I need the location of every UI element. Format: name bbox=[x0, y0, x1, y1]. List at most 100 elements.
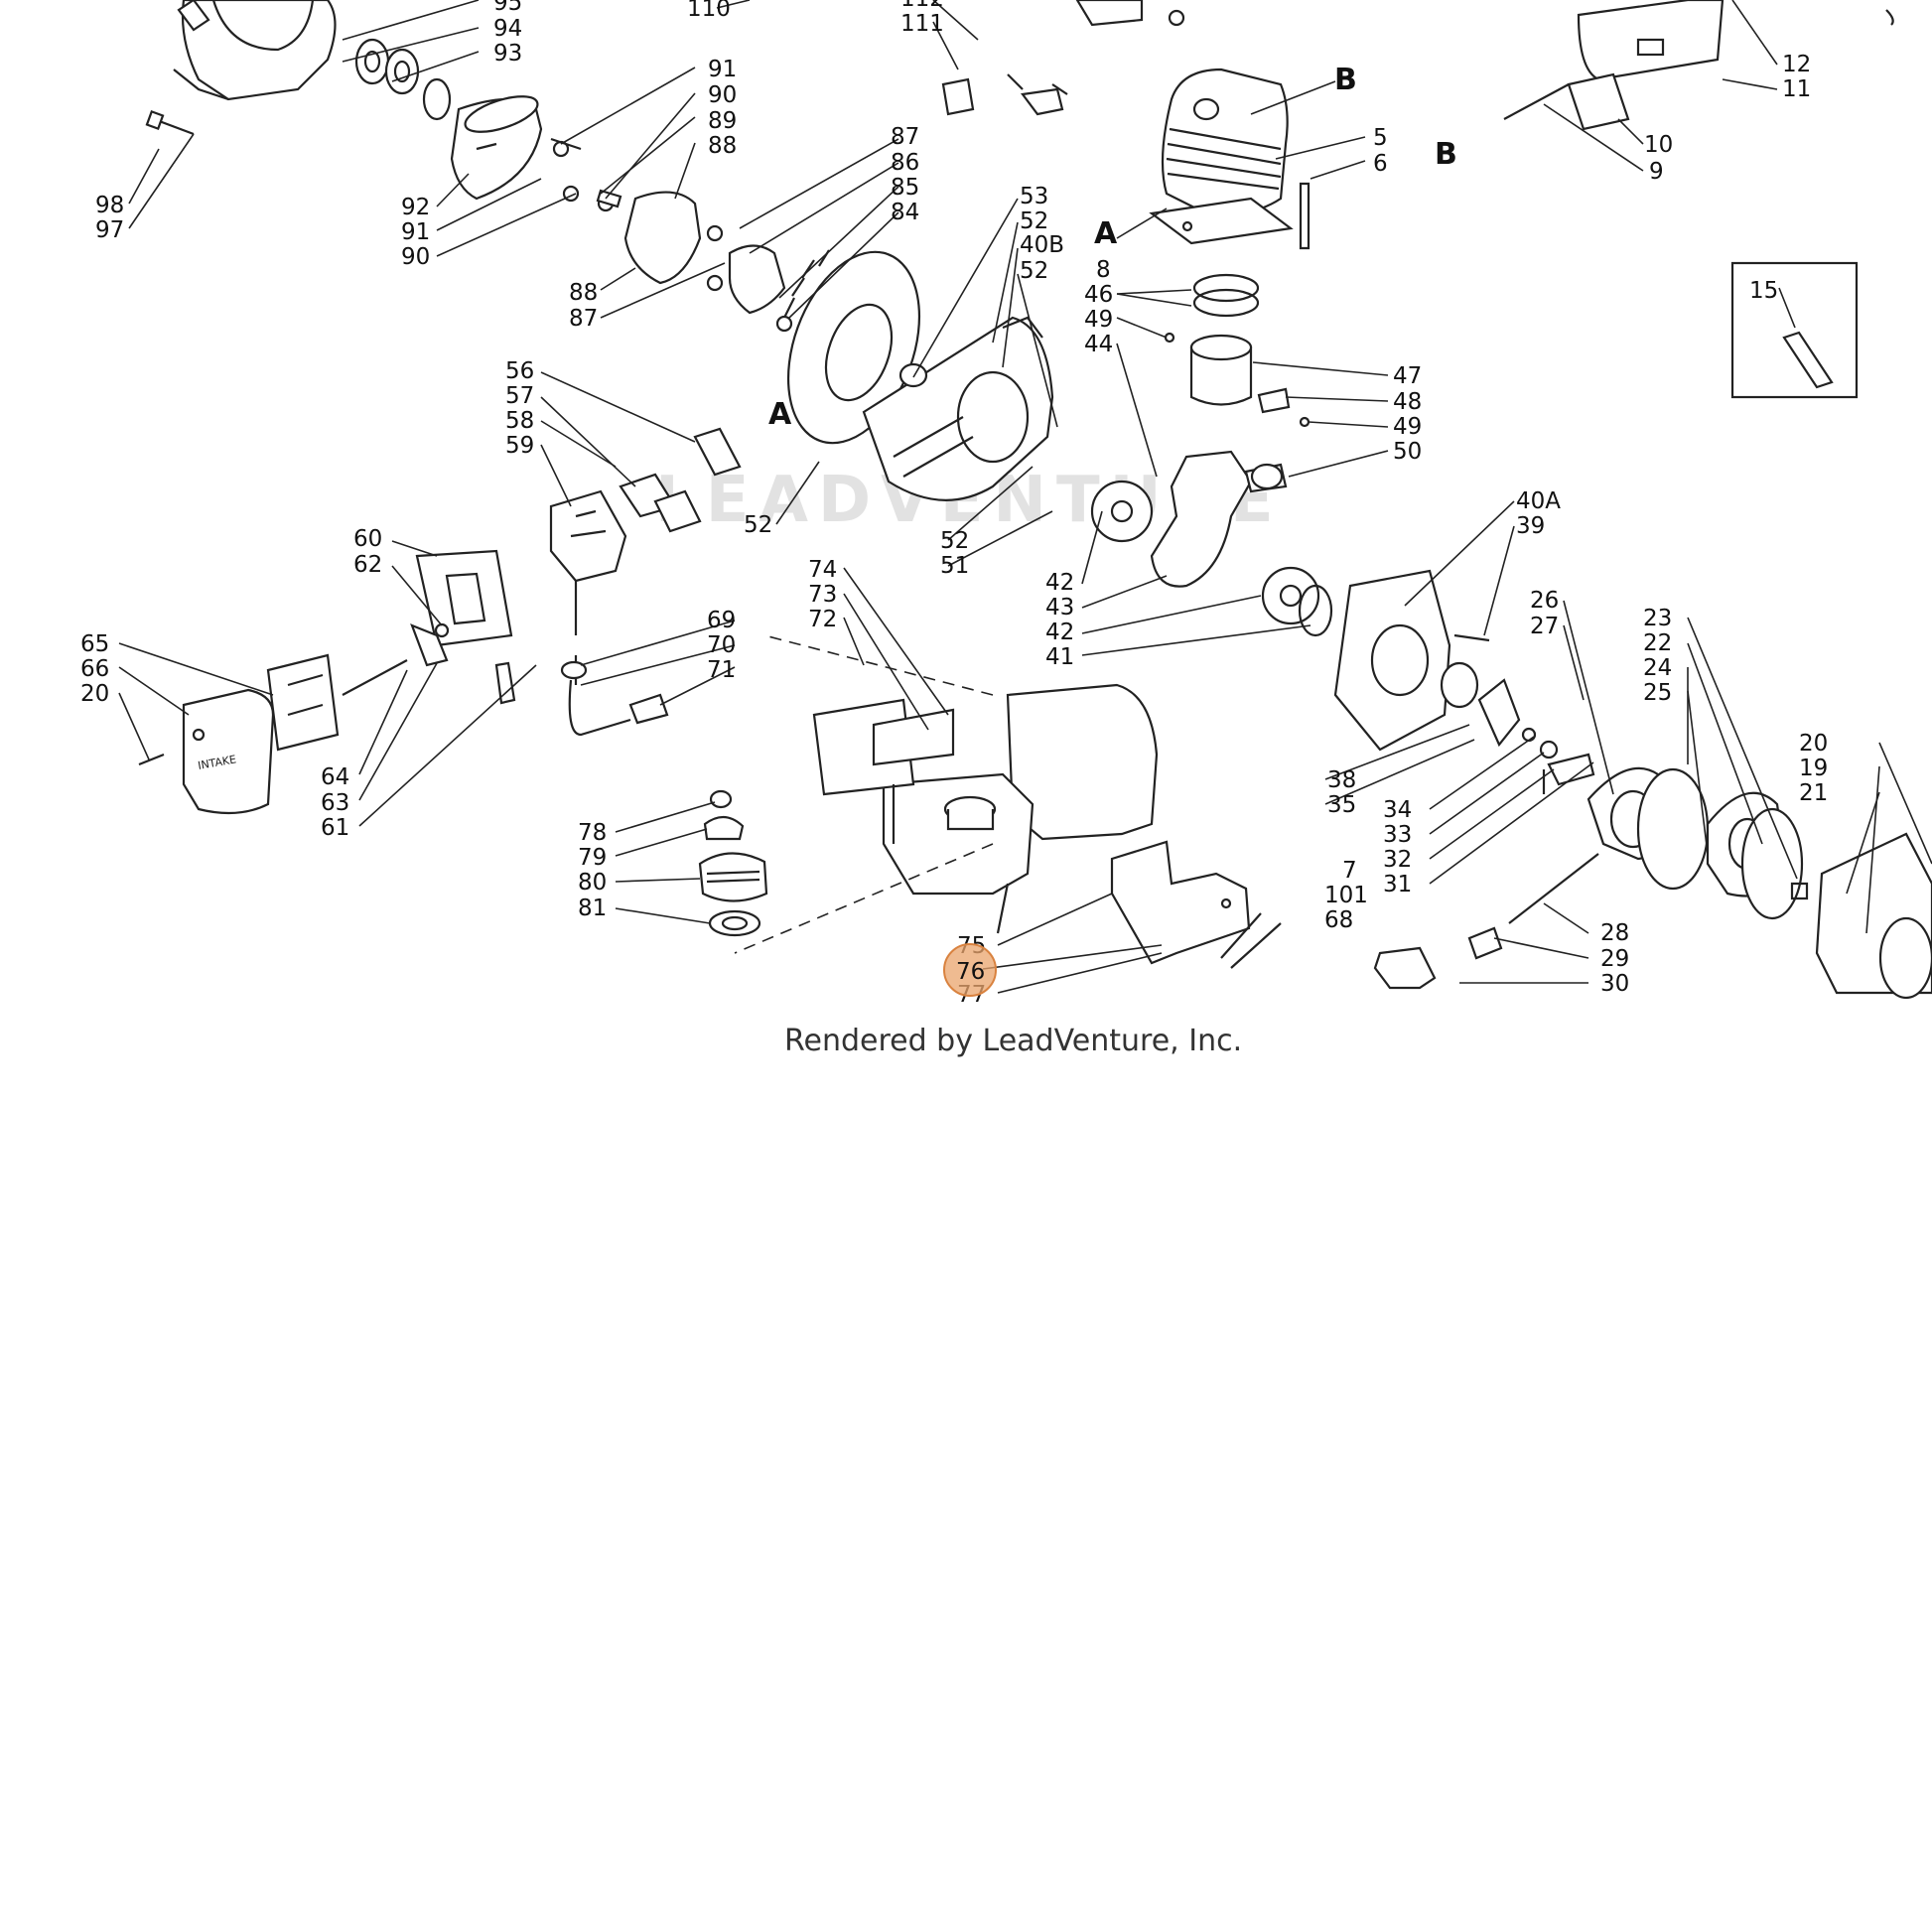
part-label-59[interactable]: 59 bbox=[505, 433, 534, 459]
highlighted-part-76[interactable]: 76 bbox=[943, 943, 997, 997]
part-label-38[interactable]: 38 bbox=[1327, 767, 1356, 793]
part-label-79[interactable]: 79 bbox=[578, 845, 607, 871]
part-label-60[interactable]: 60 bbox=[353, 526, 382, 552]
part-label-64[interactable]: 64 bbox=[321, 764, 349, 790]
part-label-91-bottom[interactable]: 91 bbox=[401, 219, 430, 245]
part-label-52-lower[interactable]: 52 bbox=[744, 512, 772, 538]
fuel-line-drawing bbox=[560, 655, 669, 737]
part-label-6[interactable]: 6 bbox=[1373, 151, 1388, 177]
part-label-23[interactable]: 23 bbox=[1643, 606, 1672, 631]
part-label-40a[interactable]: 40A bbox=[1516, 488, 1561, 514]
part-label-93[interactable]: 93 bbox=[493, 41, 522, 67]
part-label-5[interactable]: 5 bbox=[1373, 125, 1388, 151]
part-label-78[interactable]: 78 bbox=[578, 820, 607, 846]
part-label-91-top[interactable]: 91 bbox=[708, 57, 737, 82]
part-label-34[interactable]: 34 bbox=[1383, 797, 1412, 823]
part-label-76[interactable]: 76 bbox=[956, 959, 985, 985]
part-label-20-right[interactable]: 20 bbox=[1799, 731, 1828, 757]
part-label-48[interactable]: 48 bbox=[1393, 389, 1422, 415]
part-label-9[interactable]: 9 bbox=[1649, 159, 1664, 185]
part-label-21[interactable]: 21 bbox=[1799, 780, 1828, 806]
part-label-43[interactable]: 43 bbox=[1045, 595, 1074, 621]
part-label-73[interactable]: 73 bbox=[808, 582, 837, 608]
part-label-70[interactable]: 70 bbox=[707, 632, 736, 658]
part-label-68[interactable]: 68 bbox=[1324, 907, 1353, 933]
part-label-90-top[interactable]: 90 bbox=[708, 82, 737, 108]
bearing-drawings bbox=[354, 38, 452, 121]
part-label-46[interactable]: 46 bbox=[1084, 282, 1113, 308]
part-label-58[interactable]: 58 bbox=[505, 408, 534, 434]
part-label-52-bottom[interactable]: 52 bbox=[940, 528, 969, 554]
part-label-52-top[interactable]: 52 bbox=[1020, 208, 1048, 234]
part-label-35[interactable]: 35 bbox=[1327, 792, 1356, 818]
part-label-53[interactable]: 53 bbox=[1020, 184, 1048, 209]
part-label-52-second[interactable]: 52 bbox=[1020, 258, 1048, 284]
choke-and-bolt-drawing bbox=[342, 622, 516, 705]
part-label-57[interactable]: 57 bbox=[505, 383, 534, 409]
part-label-92[interactable]: 92 bbox=[401, 195, 430, 220]
part-label-84[interactable]: 84 bbox=[891, 200, 919, 225]
part-label-95[interactable]: 95 bbox=[493, 0, 522, 16]
part-label-62[interactable]: 62 bbox=[353, 552, 382, 578]
part-label-69[interactable]: 69 bbox=[707, 608, 736, 633]
part-label-12[interactable]: 12 bbox=[1782, 52, 1811, 77]
part-label-29[interactable]: 29 bbox=[1600, 946, 1629, 972]
part-label-40b[interactable]: 40B bbox=[1020, 232, 1064, 258]
part-label-25[interactable]: 25 bbox=[1643, 680, 1672, 706]
part-label-88-top[interactable]: 88 bbox=[708, 133, 737, 159]
part-label-86[interactable]: 86 bbox=[891, 150, 919, 176]
part-label-31[interactable]: 31 bbox=[1383, 872, 1412, 897]
part-label-80[interactable]: 80 bbox=[578, 870, 607, 896]
part-label-39[interactable]: 39 bbox=[1516, 513, 1545, 539]
part-label-30[interactable]: 30 bbox=[1600, 971, 1629, 997]
part-label-71[interactable]: 71 bbox=[707, 657, 736, 683]
part-label-27[interactable]: 27 bbox=[1530, 614, 1559, 639]
bracket-drawing bbox=[1110, 840, 1282, 969]
part-label-51[interactable]: 51 bbox=[940, 553, 969, 579]
part-label-66[interactable]: 66 bbox=[80, 656, 109, 682]
part-label-41[interactable]: 41 bbox=[1045, 644, 1074, 670]
part-label-112[interactable]: 112 bbox=[900, 0, 944, 12]
clutch-housing-drawing bbox=[173, 0, 337, 101]
part-label-72[interactable]: 72 bbox=[808, 607, 837, 632]
part-label-7[interactable]: 7 bbox=[1342, 858, 1357, 884]
part-label-97[interactable]: 97 bbox=[95, 217, 124, 243]
part-label-49-right[interactable]: 49 bbox=[1393, 414, 1422, 440]
part-label-88-bottom[interactable]: 88 bbox=[569, 280, 598, 306]
part-label-24[interactable]: 24 bbox=[1643, 655, 1672, 681]
part-label-90-bottom[interactable]: 90 bbox=[401, 244, 430, 270]
part-label-22[interactable]: 22 bbox=[1643, 630, 1672, 656]
part-label-101[interactable]: 101 bbox=[1324, 883, 1368, 908]
part-label-111[interactable]: 111 bbox=[900, 11, 944, 37]
clutch-shoes-drawing bbox=[550, 137, 786, 315]
part-label-20-left[interactable]: 20 bbox=[80, 681, 109, 707]
part-label-49-left[interactable]: 49 bbox=[1084, 307, 1113, 333]
part-label-81[interactable]: 81 bbox=[578, 896, 607, 921]
part-label-85[interactable]: 85 bbox=[891, 175, 919, 201]
part-label-10[interactable]: 10 bbox=[1644, 132, 1673, 158]
part-label-65[interactable]: 65 bbox=[80, 631, 109, 657]
part-label-74[interactable]: 74 bbox=[808, 557, 837, 583]
part-label-42-top[interactable]: 42 bbox=[1045, 570, 1074, 596]
part-label-87-bottom[interactable]: 87 bbox=[569, 306, 598, 332]
part-label-47[interactable]: 47 bbox=[1393, 363, 1422, 389]
part-label-19[interactable]: 19 bbox=[1799, 756, 1828, 781]
part-label-42-bottom[interactable]: 42 bbox=[1045, 620, 1074, 645]
part-label-50[interactable]: 50 bbox=[1393, 439, 1422, 465]
part-label-44[interactable]: 44 bbox=[1084, 332, 1113, 357]
part-label-110[interactable]: 110 bbox=[687, 0, 731, 22]
part-label-63[interactable]: 63 bbox=[321, 790, 349, 816]
part-label-33[interactable]: 33 bbox=[1383, 822, 1412, 848]
part-label-15[interactable]: 15 bbox=[1749, 278, 1778, 304]
part-label-8[interactable]: 8 bbox=[1096, 257, 1111, 283]
part-label-56[interactable]: 56 bbox=[505, 358, 534, 384]
part-label-87-top[interactable]: 87 bbox=[891, 124, 919, 150]
part-label-26[interactable]: 26 bbox=[1530, 588, 1559, 614]
part-label-94[interactable]: 94 bbox=[493, 16, 522, 42]
part-label-89[interactable]: 89 bbox=[708, 108, 737, 134]
part-label-11[interactable]: 11 bbox=[1782, 76, 1811, 102]
part-label-61[interactable]: 61 bbox=[321, 815, 349, 841]
part-label-98[interactable]: 98 bbox=[95, 193, 124, 218]
part-label-32[interactable]: 32 bbox=[1383, 847, 1412, 873]
part-label-28[interactable]: 28 bbox=[1600, 920, 1629, 946]
